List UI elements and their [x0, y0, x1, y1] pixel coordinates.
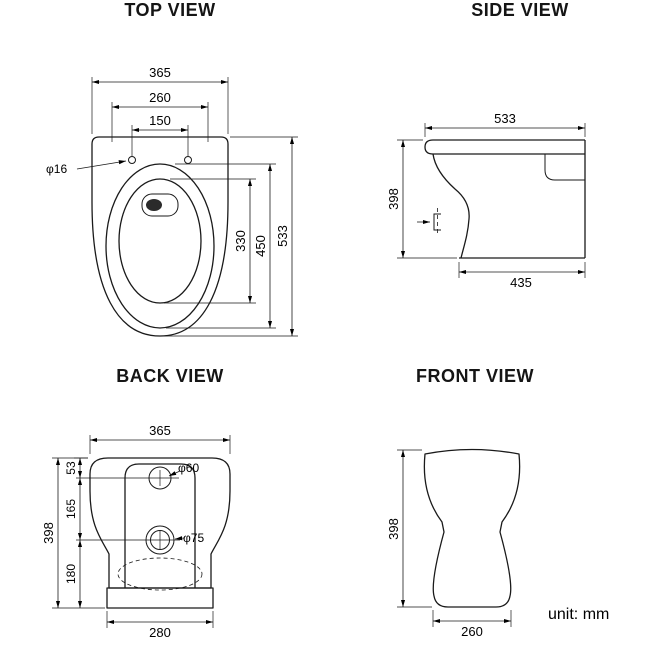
dim-label-365: 365 — [149, 423, 171, 438]
side-view-title: SIDE VIEW — [471, 0, 569, 20]
dim-hinge-spacing-150: 150 — [131, 113, 189, 156]
dim-base-length-435: 435 — [458, 262, 586, 290]
foot-contour-dashed — [117, 557, 203, 591]
dim-inlet-dia: φ60 — [168, 461, 199, 477]
pedestal-inner-outline — [124, 463, 196, 588]
dim-opening-length-330: 330 — [164, 178, 256, 304]
dim-label-150: 150 — [149, 113, 171, 128]
front-view-title: FRONT VIEW — [416, 366, 534, 386]
toilet-side-outline — [417, 139, 586, 259]
dim-label-533: 533 — [494, 111, 516, 126]
bowl-opening — [118, 178, 202, 304]
front-view-drawing: 398 260 — [386, 448, 521, 639]
flush-valve-hole — [146, 199, 162, 211]
dim-top-to-inlet-53: 53 — [64, 457, 88, 478]
seat-ring — [105, 163, 215, 329]
dim-tank-width-260: 260 — [111, 90, 209, 142]
dim-height-398: 398 — [41, 457, 105, 609]
dim-label-53: 53 — [64, 461, 78, 475]
back-view-drawing: 365 53 165 180 398 φ60 φ75 — [41, 423, 231, 640]
hinge-hole-right — [184, 156, 192, 164]
toilet-top-outline — [91, 136, 229, 337]
dim-height-398: 398 — [386, 139, 457, 259]
dim-overall-width-365: 365 — [89, 423, 231, 454]
dim-overall-width-365: 365 — [91, 65, 229, 134]
dim-label-365: 365 — [149, 65, 171, 80]
hinge-hole-left — [128, 156, 136, 164]
outlet-centerline — [76, 530, 180, 550]
top-view-title: TOP VIEW — [124, 0, 216, 20]
dim-height-398: 398 — [386, 449, 432, 608]
body-outline — [423, 448, 521, 608]
dim-label-phi75: φ75 — [183, 531, 204, 545]
dim-inlet-to-outlet-165: 165 — [64, 478, 83, 540]
dim-label-398: 398 — [386, 188, 401, 210]
dim-label-450: 450 — [253, 235, 268, 257]
back-view-title: BACK VIEW — [116, 366, 224, 386]
dim-overall-length-533: 533 — [424, 111, 586, 137]
dim-overall-length-533: 533 — [162, 136, 298, 337]
dim-outlet-dia: φ75 — [174, 531, 204, 545]
dim-label-533: 533 — [275, 225, 290, 247]
inlet-centerline — [76, 470, 179, 486]
bowl-outer-outline — [91, 136, 229, 337]
dim-label-260: 260 — [461, 624, 483, 639]
unit-label: unit: mm — [548, 606, 610, 623]
flush-valve — [141, 193, 179, 217]
top-view-drawing: 365 260 150 φ16 330 450 — [46, 65, 298, 337]
body-outline — [89, 457, 231, 589]
dim-label-435: 435 — [510, 275, 532, 290]
dim-label-phi16: φ16 — [46, 162, 67, 176]
side-view-drawing: 533 398 435 — [386, 111, 586, 290]
dim-hinge-hole-dia: φ16 — [46, 160, 127, 176]
tank-underside — [544, 154, 585, 181]
dim-label-330: 330 — [233, 230, 248, 252]
dim-seat-length-450: 450 — [166, 163, 276, 329]
dim-label-phi60: φ60 — [178, 461, 199, 475]
dim-label-180: 180 — [64, 564, 78, 584]
toilet-back-outline — [76, 457, 231, 609]
dim-base-width-280: 280 — [106, 611, 214, 640]
bowl-front-profile — [432, 153, 470, 259]
dim-label-280: 280 — [149, 625, 171, 640]
dim-base-width-260: 260 — [432, 610, 512, 639]
inlet-detail — [417, 208, 441, 236]
dim-label-398: 398 — [41, 522, 56, 544]
dim-label-165: 165 — [64, 499, 78, 519]
seat-lid-slab — [424, 139, 585, 155]
toilet-front-outline — [423, 448, 521, 608]
dim-outlet-to-floor-180: 180 — [64, 540, 83, 608]
dim-label-398: 398 — [386, 518, 401, 540]
dim-label-260: 260 — [149, 90, 171, 105]
base-plinth — [106, 587, 214, 609]
